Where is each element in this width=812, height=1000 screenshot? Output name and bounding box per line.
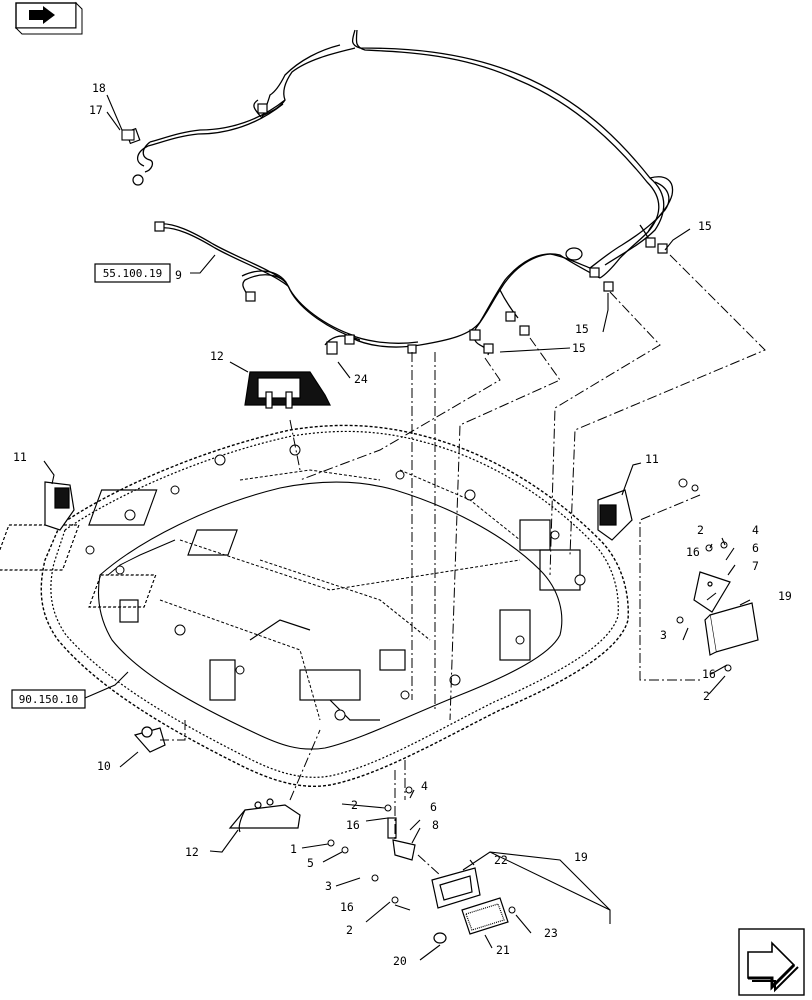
callout-11-left: 11: [13, 450, 27, 464]
side-light-left: [44, 481, 75, 531]
bracket-bottom: [387, 817, 416, 861]
cab-roof: [40, 424, 629, 787]
callout-11-right: 11: [645, 452, 659, 466]
callout-23: 23: [544, 926, 558, 940]
book-arrow-icon[interactable]: [14, 1, 83, 35]
work-light-top: [244, 371, 331, 409]
callout-10: 10: [97, 759, 111, 773]
projection-lines: [160, 254, 766, 876]
callout-4-right: 4: [752, 523, 759, 537]
callout-18: 18: [92, 81, 106, 95]
ref-box-cab-roof[interactable]: 90.150.10: [11, 689, 86, 709]
callout-16-right-bottom: 16: [702, 667, 716, 681]
callout-8: 8: [432, 818, 439, 832]
callout-12-top: 12: [210, 349, 224, 363]
work-light-bottom: [228, 798, 301, 833]
callout-6-right: 6: [752, 541, 759, 555]
ref-harness-text: 55.100.19: [103, 267, 163, 280]
dome-lamp: [133, 726, 166, 753]
hardware-bolts: [327, 478, 732, 914]
bracket-right: [693, 571, 731, 613]
ref-box-harness[interactable]: 55.100.19: [94, 263, 171, 283]
callout-4-bottom: 4: [421, 779, 428, 793]
callout-19-right: 19: [778, 589, 792, 603]
callout-6-bottom: 6: [430, 800, 437, 814]
callout-21: 21: [496, 943, 510, 957]
harness-clip: [121, 129, 135, 141]
callout-24: 24: [354, 372, 368, 386]
callout-15-c: 15: [698, 219, 712, 233]
callout-16-bottom: 16: [340, 900, 354, 914]
callout-16-bottom-top: 16: [346, 818, 360, 832]
callout-16-right-top: 16: [686, 545, 700, 559]
callout-9: 9: [175, 268, 182, 282]
callout-2-bottom-top: 2: [351, 798, 358, 812]
callout-20: 20: [393, 954, 407, 968]
callout-2-right-bottom: 2: [703, 689, 710, 703]
callout-5: 5: [307, 856, 314, 870]
callout-3-bottom: 3: [325, 879, 332, 893]
callout-2-bottom: 2: [346, 923, 353, 937]
callout-1: 1: [290, 842, 297, 856]
callout-7: 7: [752, 559, 759, 573]
callout-15-b: 15: [575, 322, 589, 336]
leader-lines: [43, 94, 751, 961]
callouts: 18 17 9 12 11 11 24 15 15 15 10 12 2 4 1…: [13, 81, 792, 968]
callout-22: 22: [494, 853, 508, 867]
harness-connectors: [125, 103, 668, 355]
wiring-harness: [137, 29, 674, 356]
callout-15-a: 15: [572, 341, 586, 355]
callout-19-bottom: 19: [574, 850, 588, 864]
callout-12-bottom: 12: [185, 845, 199, 859]
callout-3-right: 3: [660, 628, 667, 642]
side-light-right: [597, 489, 633, 541]
ref-cab-roof-text: 90.150.10: [19, 693, 79, 706]
beacon-right: [704, 602, 759, 656]
callout-2-right-top: 2: [697, 523, 704, 537]
callout-17: 17: [89, 103, 103, 117]
beacon-bottom: [431, 867, 509, 944]
roof-studs: [85, 444, 586, 721]
roof-openings: [0, 489, 581, 721]
next-page-arrow-icon[interactable]: [738, 928, 805, 996]
